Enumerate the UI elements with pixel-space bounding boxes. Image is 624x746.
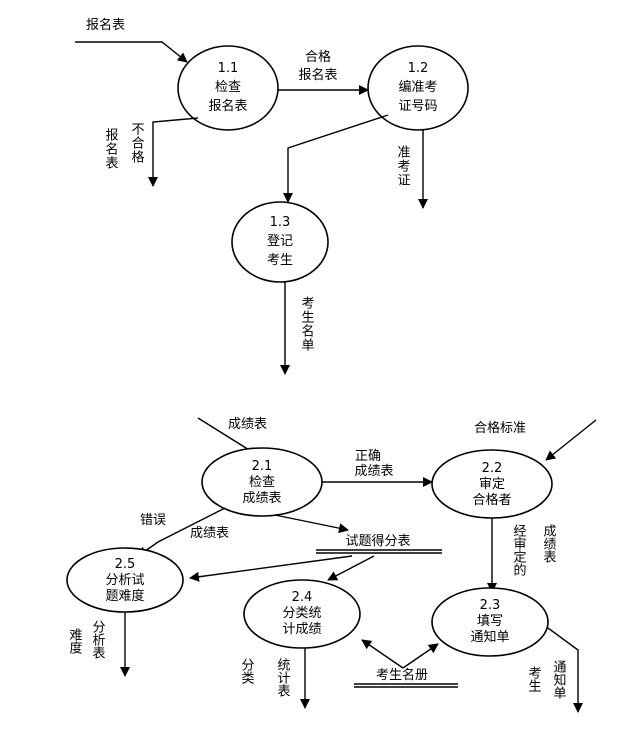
flow-ticket-label: 准考证 — [395, 145, 411, 187]
source-input-label: 报名表 — [86, 17, 125, 33]
flow-qualified-line2: 报名表 — [298, 67, 337, 83]
flow-category-col2: 统计表 — [275, 658, 291, 697]
flow-reject-arrow — [148, 117, 199, 187]
flow-qualified-line1: 合格 — [305, 49, 331, 65]
diagram-2: 成绩表 合格标准 2.1 检查 成绩表 正确 成绩表 2.2 审定 合格者 经审… — [66, 417, 597, 713]
process-2-5-id: 2.5 — [115, 557, 136, 572]
flow-roster-label: 考生名单 — [299, 296, 315, 352]
flow-to-register-arrow — [283, 114, 389, 203]
process-2-2-id: 2.2 — [482, 461, 503, 476]
flow-students-to-stats-arrow — [361, 639, 404, 669]
flow-error-label: 错误 — [140, 513, 166, 528]
flow-notice-arrow — [547, 627, 583, 713]
flow-notice-col1: 考生 — [526, 666, 542, 692]
flow-students-to-notice-arrow — [402, 643, 439, 669]
process-1-3: 1.3 登记 考生 — [231, 201, 329, 283]
flow-analysis-col1: 难度 — [67, 628, 83, 654]
process-2-2-line2: 合格者 — [472, 492, 511, 508]
flow-approved-col2: 成绩表 — [541, 524, 557, 563]
flow-reject-label: 报名表 不合格 — [103, 122, 145, 170]
process-1-1-line1: 检查 — [215, 80, 241, 95]
process-1-1: 1.1 检查 报名表 — [177, 45, 279, 131]
flow-input-arrow — [75, 41, 188, 63]
process-2-4-line2: 计成绩 — [282, 622, 321, 637]
process-2-1-line2: 成绩表 — [242, 491, 281, 506]
flow-notice-col2: 通知单 — [551, 660, 567, 699]
process-1-3-id: 1.3 — [270, 215, 291, 230]
process-2-5-line1: 分析试 — [105, 573, 144, 588]
flow-scores-to-store-arrow — [274, 514, 349, 534]
process-2-3: 2.3 填写 通知单 — [431, 587, 549, 657]
source-scores-label: 成绩表 — [228, 417, 267, 432]
store-item-scores: 试题得分表 — [316, 533, 442, 554]
process-1-1-id: 1.1 — [218, 61, 239, 76]
process-1-3-line2: 考生 — [267, 253, 293, 268]
process-2-1-id: 2.1 — [252, 459, 273, 474]
store-item-scores-label: 试题得分表 — [345, 533, 410, 549]
source-standard-label: 合格标准 — [474, 420, 526, 436]
flow-category-col1: 分类 — [239, 658, 255, 684]
process-2-3-line1: 填写 — [477, 614, 503, 629]
flow-store-to-analysis-arrow — [189, 555, 353, 582]
flow-analysis-col2: 分析表 — [90, 620, 106, 659]
process-2-3-line2: 通知单 — [470, 629, 509, 645]
process-1-2-line2: 证号码 — [398, 99, 437, 114]
process-1-2-line1: 编准考 — [398, 80, 437, 95]
flow-reject-col2: 不合格 — [129, 122, 145, 164]
process-2-3-id: 2.3 — [480, 598, 501, 613]
process-2-4: 2.4 分类统 计成绩 — [243, 579, 361, 649]
process-2-5-line2: 题难度 — [105, 588, 144, 604]
process-1-1-line2: 报名表 — [208, 98, 247, 114]
process-2-1-line1: 检查 — [249, 475, 275, 490]
process-2-1: 2.1 检查 成绩表 — [201, 447, 323, 517]
flow-scores-to-store-label: 成绩表 — [190, 526, 229, 541]
flow-reject-col1: 报名表 — [103, 128, 119, 170]
store-student-list-label: 考生名册 — [376, 667, 428, 683]
flow-store-to-stats-arrow — [327, 555, 375, 581]
flow-standard-input-arrow — [545, 419, 597, 461]
process-2-5: 2.5 分析试 题难度 — [66, 547, 184, 613]
process-1-3-line1: 登记 — [267, 234, 293, 249]
flow-correct-line1: 正确 — [355, 449, 381, 464]
process-1-2: 1.2 编准考 证号码 — [367, 45, 469, 131]
process-2-4-id: 2.4 — [292, 590, 313, 605]
flow-correct-line2: 成绩表 — [354, 464, 393, 479]
flow-approved-col1: 经审定的 — [511, 524, 527, 576]
diagram-1: 报名表 1.1 检查 报名表 合格 报名表 报名表 不合格 1.2 编准考 证号… — [75, 17, 469, 375]
process-2-4-line1: 分类统 — [282, 606, 321, 621]
process-2-2: 2.2 审定 合格者 — [431, 449, 553, 519]
process-2-2-line1: 审定 — [479, 477, 505, 492]
store-student-list: 考生名册 — [354, 667, 458, 688]
process-1-2-id: 1.2 — [408, 61, 429, 76]
